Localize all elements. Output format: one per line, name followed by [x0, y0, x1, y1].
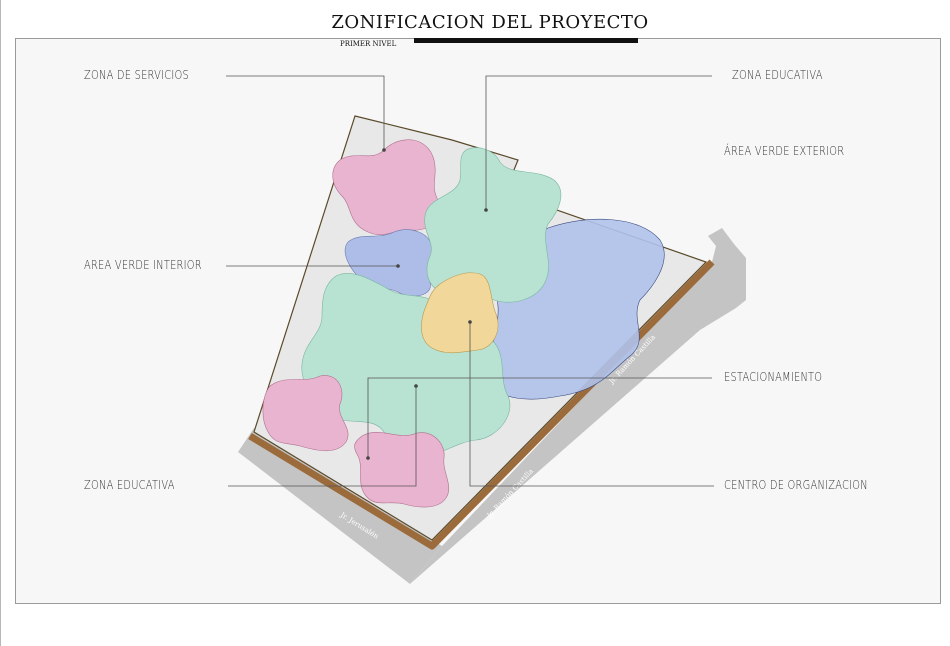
leader-educativa-top	[485, 75, 712, 210]
title-underline	[414, 38, 638, 43]
marker-servicios	[382, 148, 386, 152]
zone-servicios-bottom-center	[354, 432, 450, 508]
leader-centro-organizacion	[469, 322, 714, 487]
leader-servicios	[226, 75, 385, 150]
label-area-verde-exterior: ÁREA VERDE EXTERIOR	[724, 144, 845, 158]
label-zona-educativa-top: ZONA EDUCATIVA	[732, 68, 823, 82]
label-area-verde-interior: AREA VERDE INTERIOR	[84, 258, 202, 272]
marker-centro-organizacion	[468, 320, 472, 324]
label-estacionamiento: ESTACIONAMIENTO	[724, 370, 823, 384]
label-centro-organizacion: CENTRO DE ORGANIZACION	[724, 478, 868, 492]
zone-servicios-bottom-left	[262, 375, 349, 452]
zone-centro-organizacion	[421, 272, 499, 354]
label-zona-servicios: ZONA DE SERVICIOS	[84, 68, 189, 82]
page-subtitle: PRIMER NIVEL	[340, 40, 397, 48]
marker-educativa-bottom	[414, 384, 418, 388]
marker-estacionamiento	[366, 456, 370, 460]
page-title: ZONIFICACION DEL PROYECTO	[331, 12, 649, 33]
marker-area-verde-interior	[396, 264, 400, 268]
label-zona-educativa-bottom: ZONA EDUCATIVA	[84, 478, 175, 492]
leader-estacionamiento	[367, 377, 712, 458]
street-jerusalen	[238, 428, 442, 584]
zone-educativa-top	[424, 147, 562, 303]
leader-educativa-bottom	[228, 386, 417, 487]
marker-educativa-top	[484, 208, 488, 212]
